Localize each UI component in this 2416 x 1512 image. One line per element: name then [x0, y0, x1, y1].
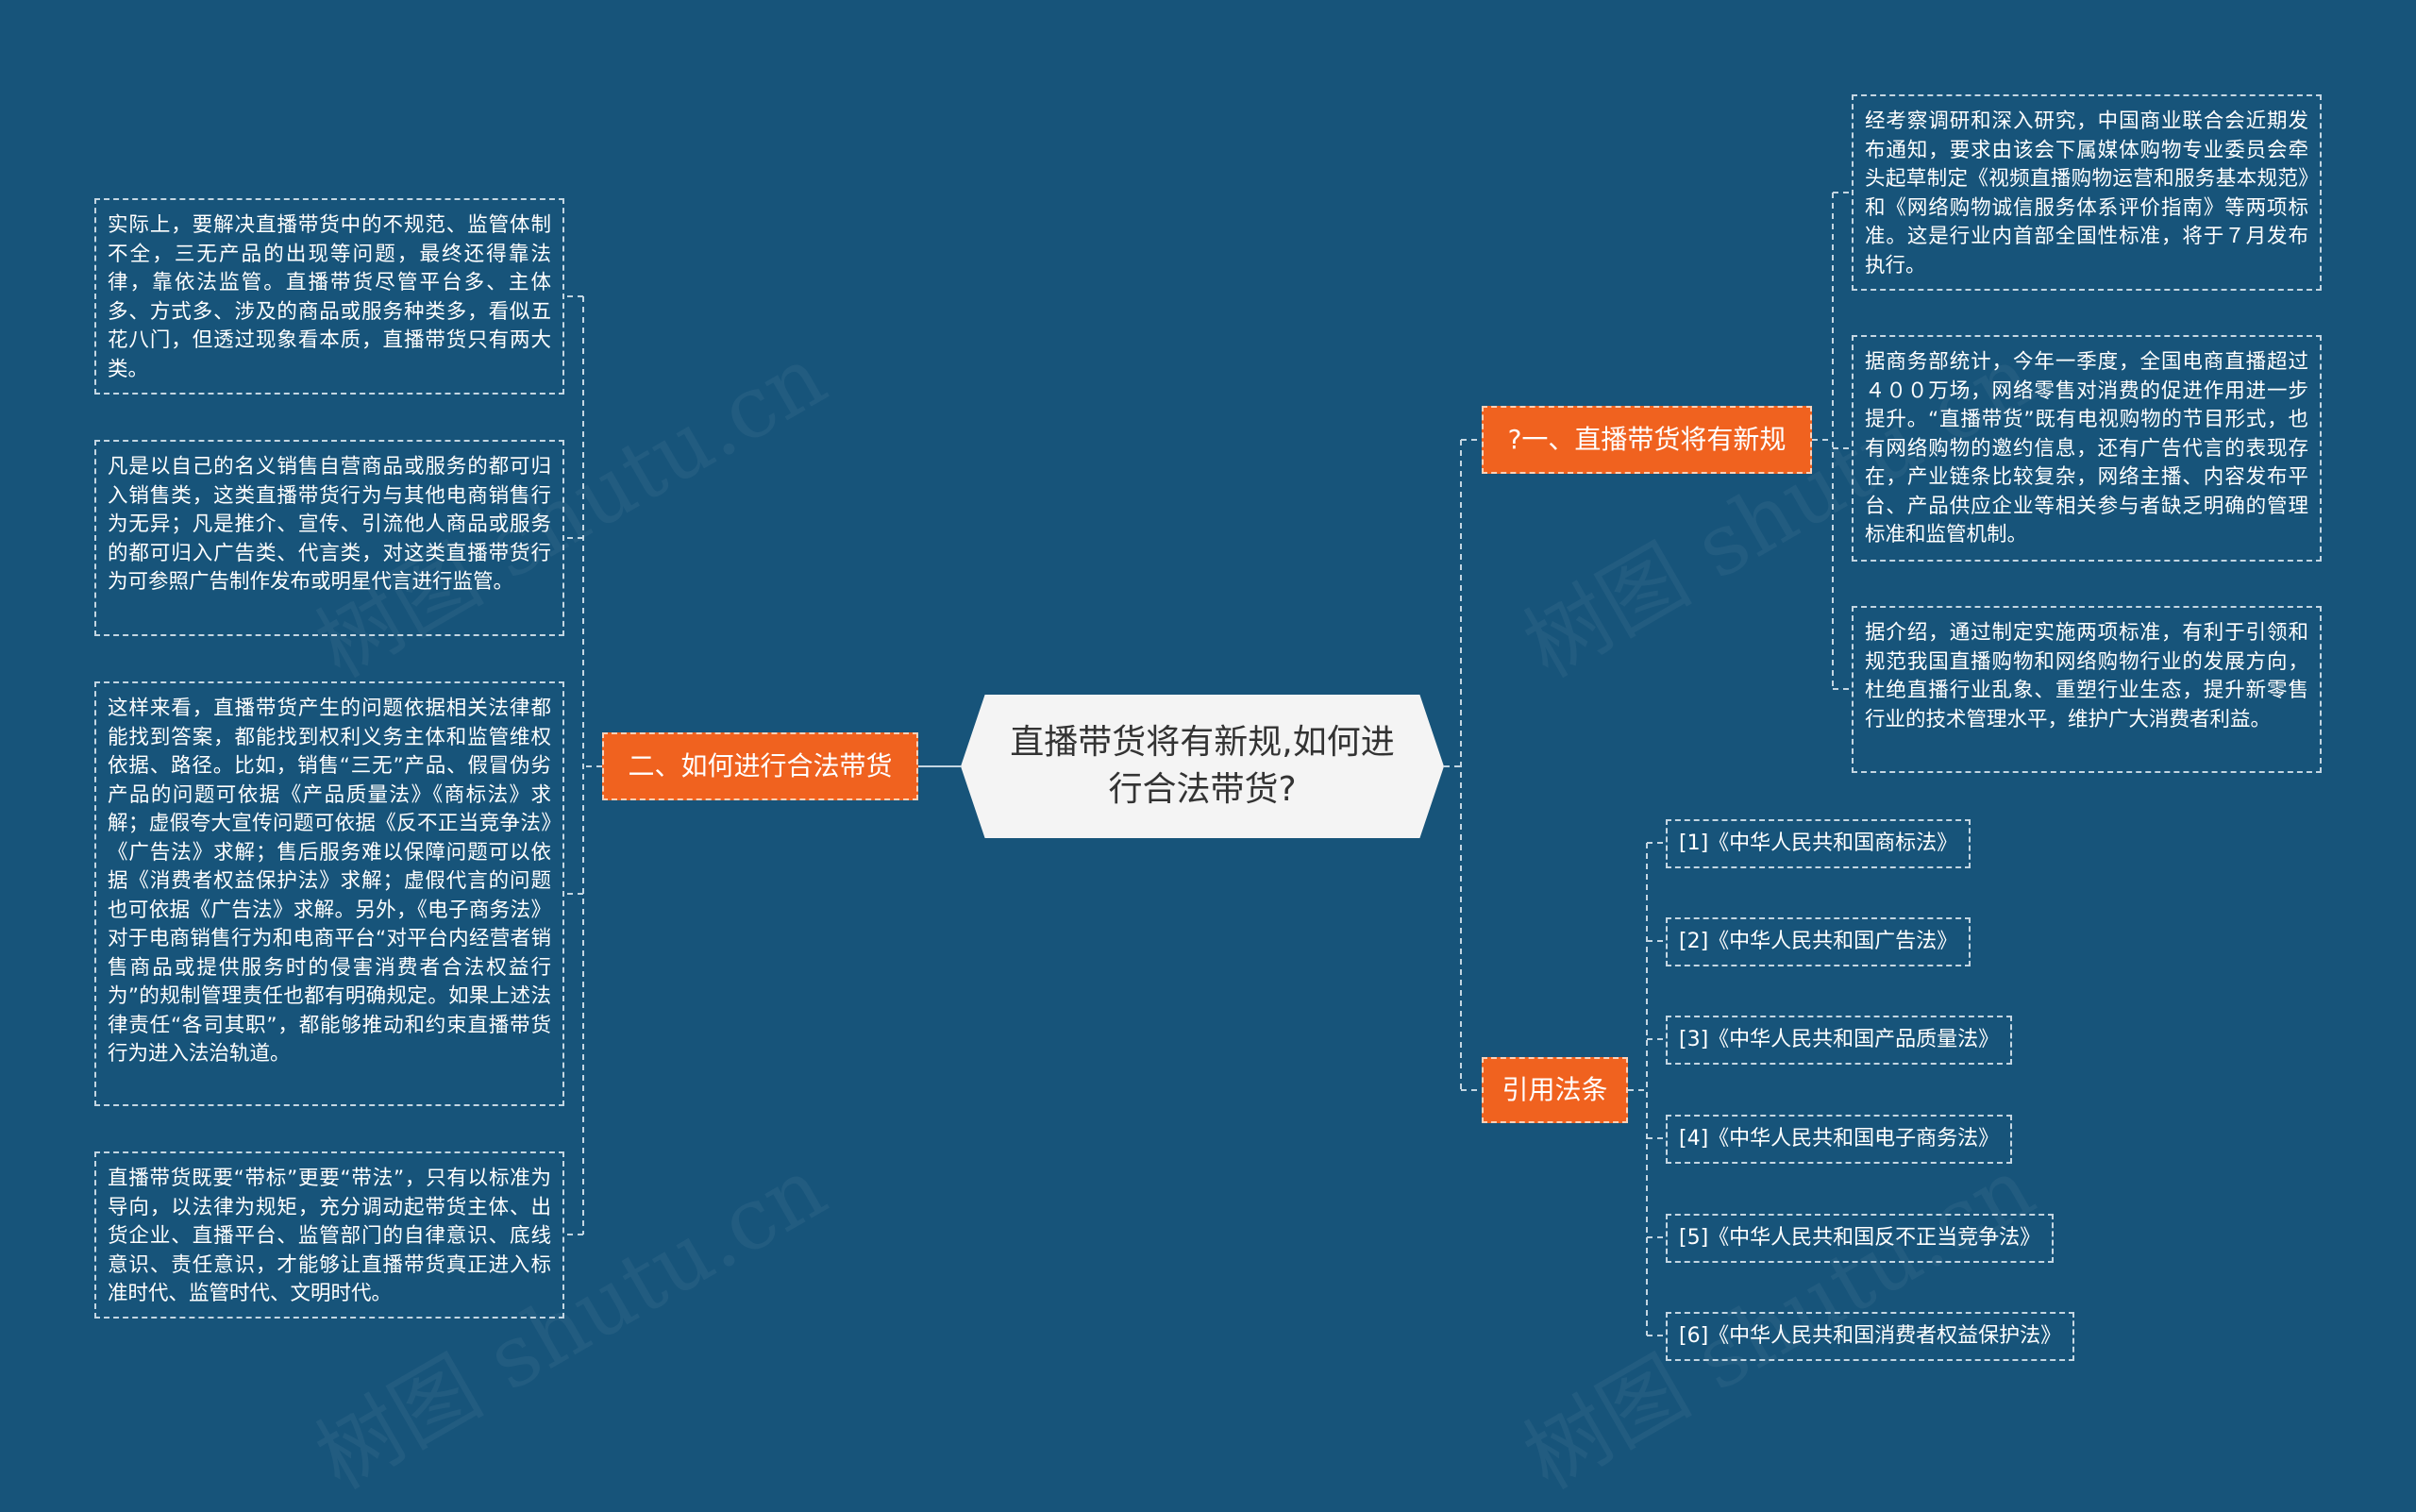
leaf-legal-4[interactable]: 直播带货既要“带标”更要“带法”，只有以标准为导向，以法律为规矩，充分调动起带货… — [94, 1151, 564, 1319]
leaf-rules-1[interactable]: 经考察调研和深入研究，中国商业联合会近期发布通知，要求由该会下属媒体购物专业委员… — [1852, 94, 2322, 291]
branch-legal-selling[interactable]: 二、如何进行合法带货 — [602, 732, 918, 800]
leaf-rules-2[interactable]: 据商务部统计，今年一季度，全国电商直播超过４００万场，网络零售对消费的促进作用进… — [1852, 335, 2322, 562]
leaf-legal-1[interactable]: 实际上，要解决直播带货中的不规范、监管体制不全，三无产品的出现等问题，最终还得靠… — [94, 198, 564, 395]
leaf-rules-3[interactable]: 据介绍，通过制定实施两项标准，有利于引领和规范我国直播购物和网络购物行业的发展方… — [1852, 606, 2322, 773]
ref-item[interactable]: [2]《中华人民共和国广告法》 — [1666, 917, 1971, 966]
leaf-legal-2[interactable]: 凡是以自己的名义销售自营商品或服务的都可归入销售类，这类直播带货行为与其他电商销… — [94, 440, 564, 636]
ref-item[interactable]: [6]《中华人民共和国消费者权益保护法》 — [1666, 1312, 2075, 1361]
central-topic[interactable]: 直播带货将有新规,如何进行合法带货? — [961, 695, 1444, 838]
branch-cited-laws[interactable]: 引用法条 — [1482, 1057, 1628, 1123]
connector-lines — [564, 192, 1852, 1336]
mind-map: 树图 shutu.cn 树图 shutu.cn 树图 shutu.cn 树图 s… — [94, 94, 2322, 1508]
ref-item[interactable]: [3]《中华人民共和国产品质量法》 — [1666, 1016, 2013, 1065]
branch-new-rules[interactable]: ?一、直播带货将有新规 — [1482, 406, 1812, 474]
ref-item[interactable]: [5]《中华人民共和国反不正当竞争法》 — [1666, 1214, 2055, 1263]
leaf-legal-3[interactable]: 这样来看，直播带货产生的问题依据相关法律都能找到答案，都能找到权利义务主体和监管… — [94, 681, 564, 1106]
ref-item[interactable]: [4]《中华人民共和国电子商务法》 — [1666, 1115, 2013, 1164]
ref-item[interactable]: [1]《中华人民共和国商标法》 — [1666, 819, 1971, 868]
